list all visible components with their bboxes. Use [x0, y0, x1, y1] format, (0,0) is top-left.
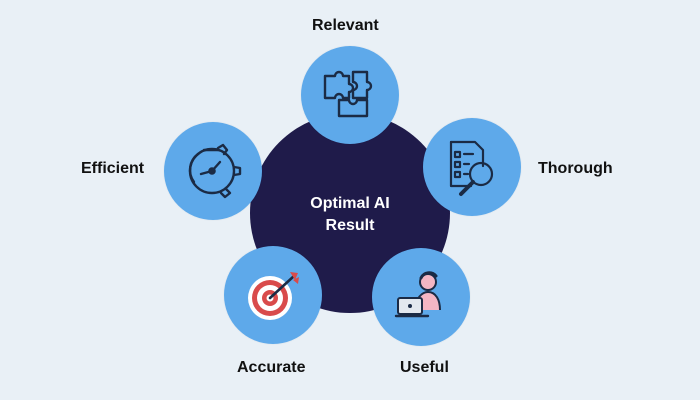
document-magnifier-icon [449, 140, 494, 196]
center-title-line2: Result [325, 217, 375, 234]
node-accurate [224, 246, 322, 344]
node-efficient [164, 122, 262, 220]
label-accurate: Accurate [237, 359, 306, 376]
center-title-line1: Optimal AI [310, 195, 390, 212]
target-arrow-icon [248, 272, 299, 320]
clock-gear-icon [188, 143, 242, 199]
label-useful: Useful [400, 359, 449, 376]
node-relevant [301, 46, 399, 144]
node-useful [372, 248, 470, 346]
label-efficient: Efficient [81, 160, 145, 177]
person-laptop-icon [394, 271, 441, 318]
puzzle-icon [323, 70, 373, 118]
center-title: Optimal AI Result [295, 193, 405, 237]
label-relevant: Relevant [312, 17, 379, 34]
label-thorough: Thorough [538, 160, 613, 177]
node-thorough [423, 118, 521, 216]
